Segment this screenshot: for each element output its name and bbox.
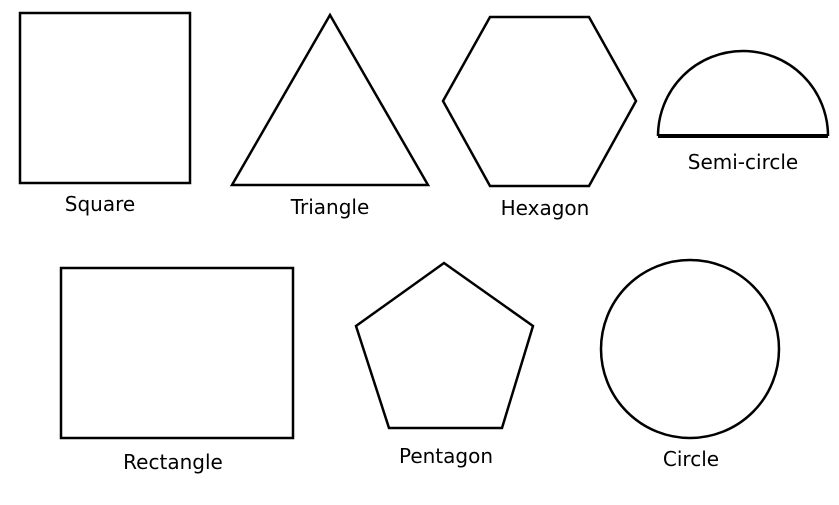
pentagon-group: Pentagon [354, 261, 535, 468]
semicircle-label: Semi-circle [688, 150, 798, 174]
hexagon-group: Hexagon [441, 15, 638, 220]
square-shape [18, 11, 192, 185]
circle-shape [599, 258, 781, 440]
square-label: Square [65, 192, 135, 216]
rectangle-label: Rectangle [123, 450, 223, 474]
pentagon-label: Pentagon [399, 444, 493, 468]
hexagon-shape [441, 15, 638, 188]
hexagon-label: Hexagon [501, 196, 590, 220]
semicircle-shape [656, 49, 830, 137]
triangle-group: Triangle [229, 12, 431, 219]
rectangle-group: Rectangle [59, 266, 295, 474]
rectangle-shape [59, 266, 295, 440]
pentagon-shape [354, 261, 535, 430]
circle-group: Circle [599, 258, 781, 471]
triangle-shape [229, 12, 431, 187]
semicircle-group: Semi-circle [656, 49, 830, 174]
circle-label: Circle [663, 447, 719, 471]
triangle-label: Triangle [290, 195, 370, 219]
square-group: Square [18, 11, 192, 216]
